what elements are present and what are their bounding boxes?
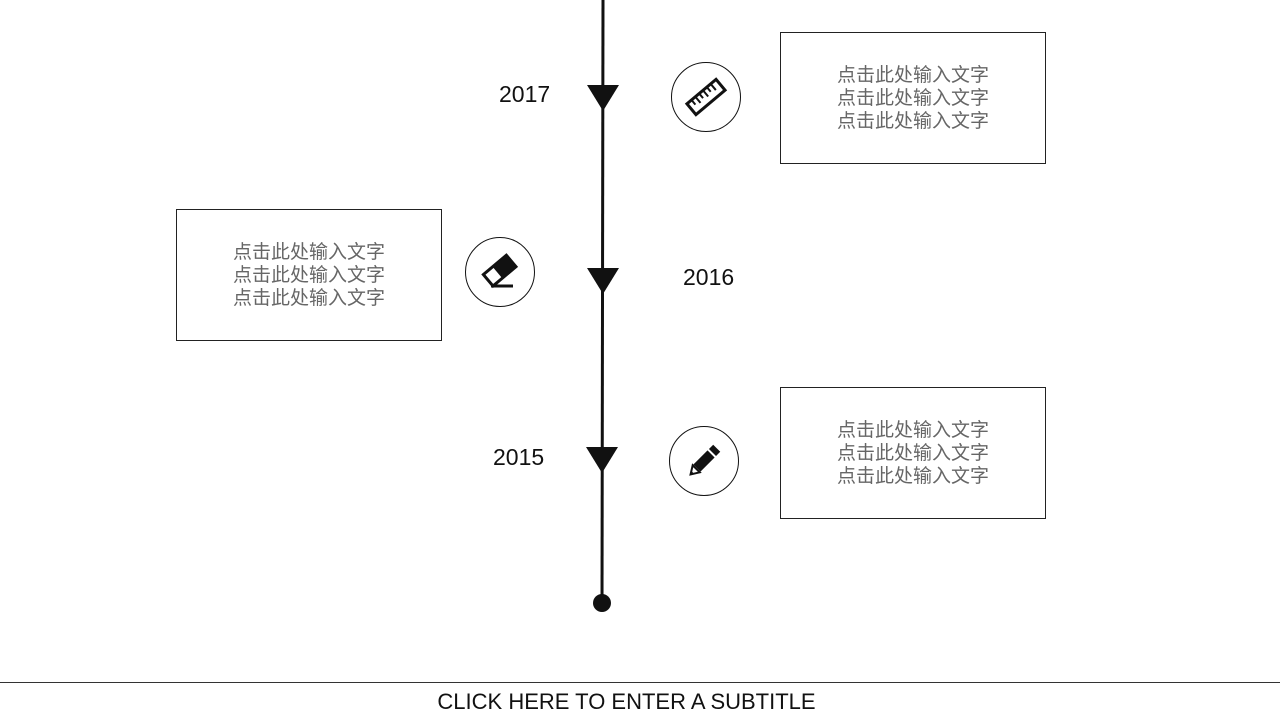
eraser-icon bbox=[481, 253, 519, 289]
text-box-line: 点击此处输入文字 bbox=[836, 109, 989, 132]
ruler-icon bbox=[684, 77, 728, 117]
text-box-2016[interactable]: 点击此处输入文字 点击此处输入文字 点击此处输入文字 bbox=[176, 209, 442, 341]
timeline-arrow-2016 bbox=[587, 268, 619, 294]
text-box-line: 点击此处输入文字 bbox=[836, 63, 989, 86]
timeline-end-dot bbox=[593, 594, 611, 612]
text-box-line: 点击此处输入文字 bbox=[232, 240, 385, 263]
text-box-line: 点击此处输入文字 bbox=[232, 286, 385, 309]
year-label-2015: 2015 bbox=[493, 444, 545, 470]
text-box-2015[interactable]: 点击此处输入文字 点击此处输入文字 点击此处输入文字 bbox=[780, 387, 1046, 519]
text-box-line: 点击此处输入文字 bbox=[836, 86, 989, 109]
text-box-line: 点击此处输入文字 bbox=[232, 263, 385, 286]
text-box-2017[interactable]: 点击此处输入文字 点击此处输入文字 点击此处输入文字 bbox=[780, 32, 1046, 164]
pencil-icon bbox=[689, 444, 721, 476]
timeline-arrow-2017 bbox=[587, 85, 619, 111]
year-label-2016: 2016 bbox=[683, 264, 735, 290]
eraser-icon-badge[interactable] bbox=[465, 237, 535, 307]
timeline-arrow-2015 bbox=[586, 447, 618, 473]
ruler-icon-badge[interactable] bbox=[671, 62, 741, 132]
pencil-icon-badge[interactable] bbox=[669, 426, 739, 496]
year-label-2017: 2017 bbox=[499, 81, 551, 107]
text-box-line: 点击此处输入文字 bbox=[836, 441, 989, 464]
footer-divider bbox=[0, 682, 1280, 683]
subtitle-placeholder[interactable]: CLICK HERE TO ENTER A SUBTITLE bbox=[437, 689, 816, 714]
text-box-line: 点击此处输入文字 bbox=[836, 464, 989, 487]
text-box-line: 点击此处输入文字 bbox=[836, 418, 989, 441]
